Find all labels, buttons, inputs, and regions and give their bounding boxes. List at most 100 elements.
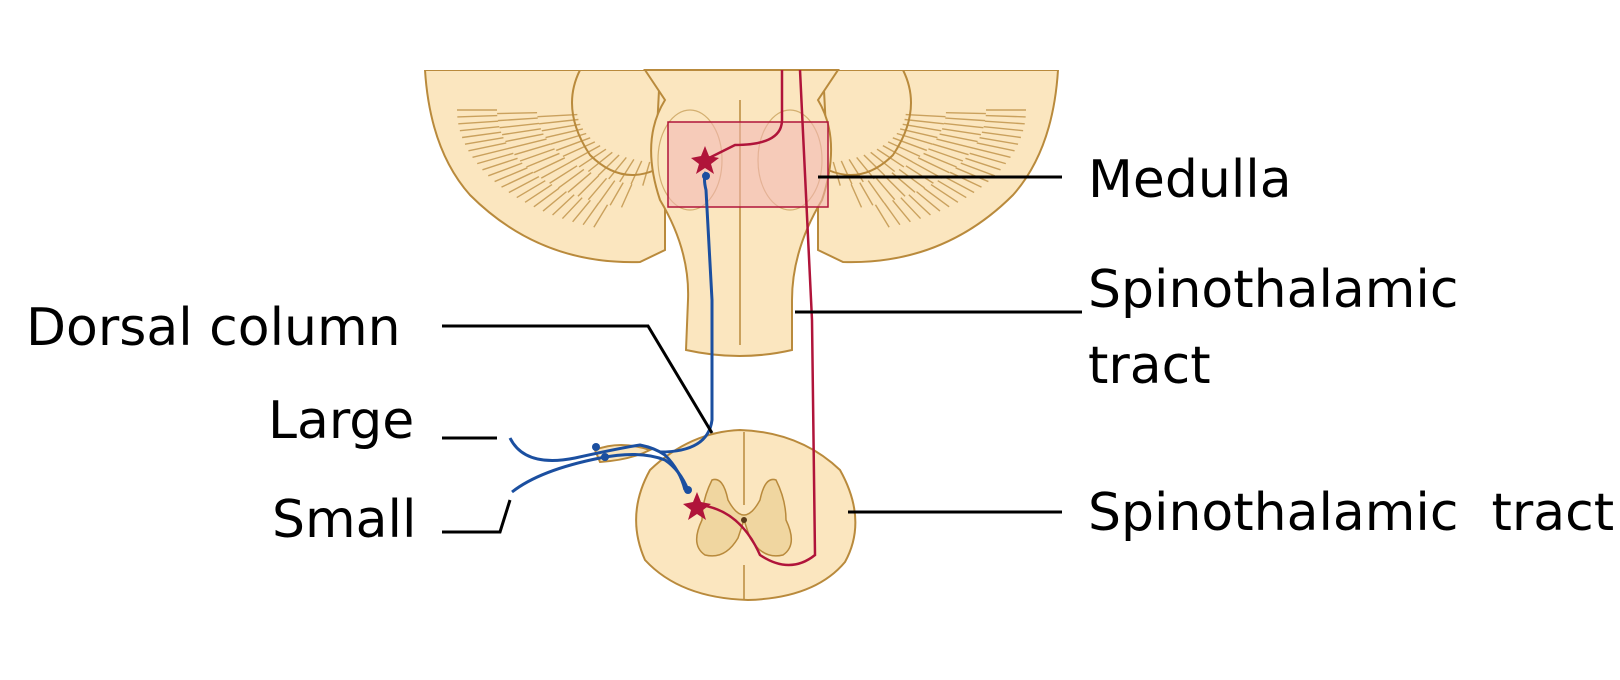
label-medulla: Medulla bbox=[1088, 150, 1292, 210]
cerebellar-folium bbox=[923, 187, 950, 208]
cerebellar-folium bbox=[965, 157, 1001, 171]
cerebellar-folium bbox=[876, 148, 905, 168]
cerebellar-folium bbox=[488, 162, 523, 177]
cerebellar-folium bbox=[949, 171, 982, 188]
label-spinothalamic-upper-line2: tract bbox=[1088, 336, 1211, 396]
cerebellar-folium bbox=[960, 162, 995, 177]
cerebellar-folium bbox=[587, 177, 608, 201]
cerebellar-folium bbox=[856, 156, 875, 180]
cerebellar-folium bbox=[541, 123, 581, 132]
cerebellar-folium bbox=[608, 156, 627, 180]
cerebellar-folium bbox=[509, 138, 547, 149]
cerebellar-folium bbox=[892, 199, 911, 223]
cerebellar-folium bbox=[570, 145, 601, 163]
dorsal-column-leader bbox=[442, 324, 714, 434]
label-dorsal-column: Dorsal column bbox=[26, 298, 401, 358]
cerebellar-folium bbox=[917, 157, 950, 174]
cerebellar-folium bbox=[572, 199, 591, 223]
cerebellar-folium bbox=[911, 161, 943, 179]
cerebellar-folium bbox=[598, 180, 616, 204]
cerebellar-folium bbox=[516, 180, 546, 199]
label-small: Small bbox=[272, 490, 417, 550]
cerebellar-folium bbox=[567, 172, 592, 193]
leader-lines bbox=[442, 175, 1082, 534]
cerebellar-folium bbox=[476, 152, 514, 165]
cerebellar-folium bbox=[867, 180, 885, 204]
cerebellar-folium bbox=[976, 142, 1015, 152]
cerebellar-folium bbox=[499, 122, 540, 129]
cerebellum-right-hemispheres bbox=[817, 70, 1060, 264]
cerebellar-folium bbox=[582, 202, 600, 226]
cerebellar-folium bbox=[979, 136, 1019, 145]
cerebellar-folium bbox=[620, 183, 633, 208]
cerebellar-folium bbox=[508, 175, 540, 194]
cerebellar-folium bbox=[458, 120, 499, 125]
cerebellar-folium bbox=[898, 168, 925, 189]
cerebellar-folium bbox=[859, 182, 874, 206]
cerebellar-folium bbox=[540, 161, 572, 179]
cerebellar-folium bbox=[542, 191, 567, 212]
cerebellar-folium bbox=[561, 197, 583, 220]
cerebellar-folium bbox=[936, 138, 974, 149]
cerebellar-folium bbox=[883, 202, 901, 226]
cerebellar-folium bbox=[619, 159, 635, 183]
spinal-cord-section bbox=[593, 428, 857, 602]
dorsal-column-pathway bbox=[508, 171, 714, 494]
cerebellar-folium bbox=[981, 131, 1021, 139]
cerebellar-folium bbox=[502, 128, 541, 136]
cerebellar-folium bbox=[514, 143, 551, 156]
cerebellar-folium bbox=[539, 118, 579, 125]
cerebellar-folium bbox=[505, 133, 544, 143]
cerebellar-folium bbox=[943, 122, 984, 129]
cerebellar-folium bbox=[883, 175, 906, 197]
cerebellar-folium bbox=[497, 117, 538, 122]
cerebellar-folium bbox=[887, 141, 921, 158]
cerebellar-folium bbox=[501, 171, 534, 188]
medulla-highlight-box bbox=[667, 121, 829, 208]
label-large: Large bbox=[268, 391, 415, 451]
cerebellar-folium bbox=[840, 160, 853, 185]
cerebellar-folium bbox=[985, 114, 1026, 118]
small-fiber bbox=[511, 452, 690, 494]
cerebellar-folium bbox=[916, 191, 941, 212]
cerebellar-folium bbox=[533, 157, 566, 174]
cerebellar-folium bbox=[892, 137, 928, 152]
cerebellar-folium bbox=[904, 118, 944, 125]
label-spinothalamic-lower: Spinothalamic tract bbox=[1088, 483, 1615, 543]
cerebellar-folium bbox=[549, 165, 578, 184]
cerebellar-folium bbox=[555, 137, 591, 152]
cerebellar-folium bbox=[468, 142, 507, 152]
cerebellar-folium bbox=[882, 145, 913, 163]
cerebellar-folium bbox=[905, 165, 934, 184]
cerebellar-folium bbox=[609, 182, 624, 206]
cerebellar-folium bbox=[908, 194, 931, 216]
cerebellar-folium bbox=[578, 148, 607, 168]
cerebellar-folium bbox=[943, 175, 975, 194]
cerebellar-folium bbox=[832, 161, 841, 186]
spinothalamic-ascending-fiber bbox=[699, 69, 817, 567]
cerebellar-folium bbox=[630, 160, 643, 185]
cerebellar-folium bbox=[983, 126, 1024, 132]
cerebellar-folium bbox=[870, 151, 896, 173]
cerebellar-folium bbox=[896, 132, 933, 145]
cerebellar-folium bbox=[577, 175, 600, 197]
cerebellar-folium bbox=[900, 197, 922, 220]
cerebellar-folium bbox=[863, 154, 886, 177]
cerebellar-folium bbox=[462, 131, 502, 139]
cerebellar-folium bbox=[902, 123, 942, 132]
cerebellar-folium bbox=[524, 184, 553, 203]
cerebellar-folium bbox=[537, 113, 578, 118]
cerebellar-folium bbox=[923, 152, 957, 168]
cerebellar-folium bbox=[472, 147, 510, 158]
cerebellar-folium bbox=[587, 151, 613, 173]
spinothalamic-pathway bbox=[683, 69, 817, 567]
cerebellar-folium bbox=[457, 114, 498, 118]
cerebellar-folium bbox=[497, 111, 538, 115]
cerebellar-folium bbox=[494, 167, 528, 183]
cerebellar-folium bbox=[562, 141, 596, 158]
cerebellar-folium bbox=[905, 113, 946, 118]
cerebellar-folium bbox=[955, 167, 989, 183]
cerebellar-folium bbox=[969, 152, 1007, 165]
label-spinothalamic-upper-line1: Spinothalamic bbox=[1088, 260, 1459, 320]
cerebellar-folium bbox=[850, 183, 863, 208]
